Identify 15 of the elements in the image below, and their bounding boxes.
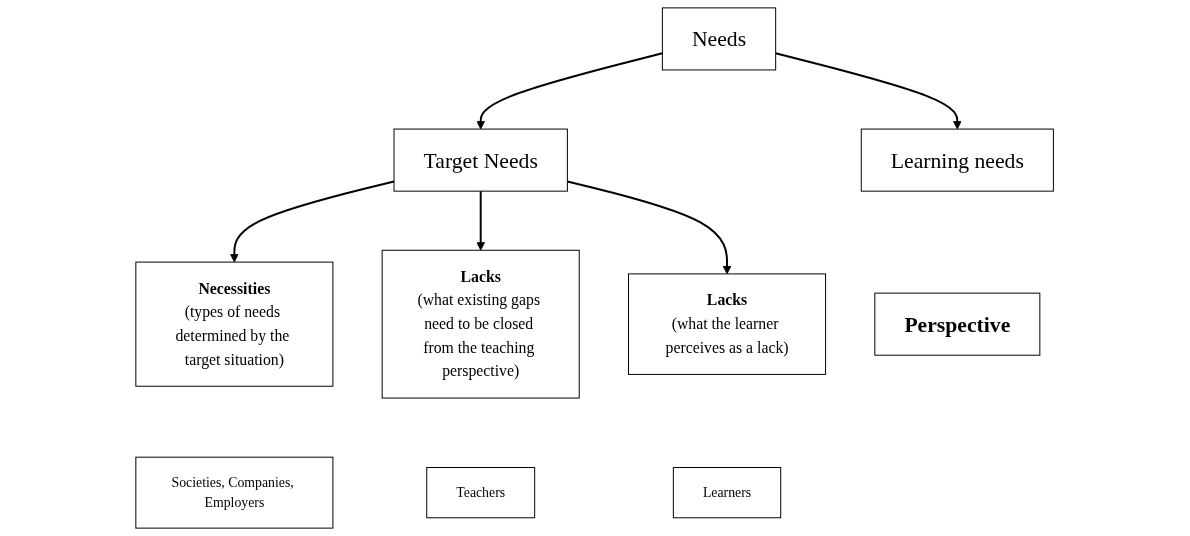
arrow	[775, 52, 963, 130]
node-box: Learners	[673, 467, 782, 519]
arrow	[476, 190, 486, 251]
node-box: Societies, Companies, Employers	[135, 456, 334, 529]
arrow	[476, 52, 664, 130]
arrow	[230, 180, 396, 263]
arrow	[566, 180, 732, 275]
node-box: Learning needs	[861, 128, 1055, 192]
node-box: Perspective	[874, 292, 1041, 356]
node-box: Lacks (what existing gaps need to be closed from the teaching perspective)	[382, 249, 581, 399]
node-box: Teachers	[426, 467, 536, 519]
node-box: Needs	[662, 7, 777, 71]
node-box: Lacks (what the learner perceives as a lack)	[628, 273, 827, 375]
node-box: Target Needs	[393, 128, 569, 192]
node-box: Necessities (types of needs determined by the target situation)	[135, 261, 334, 387]
